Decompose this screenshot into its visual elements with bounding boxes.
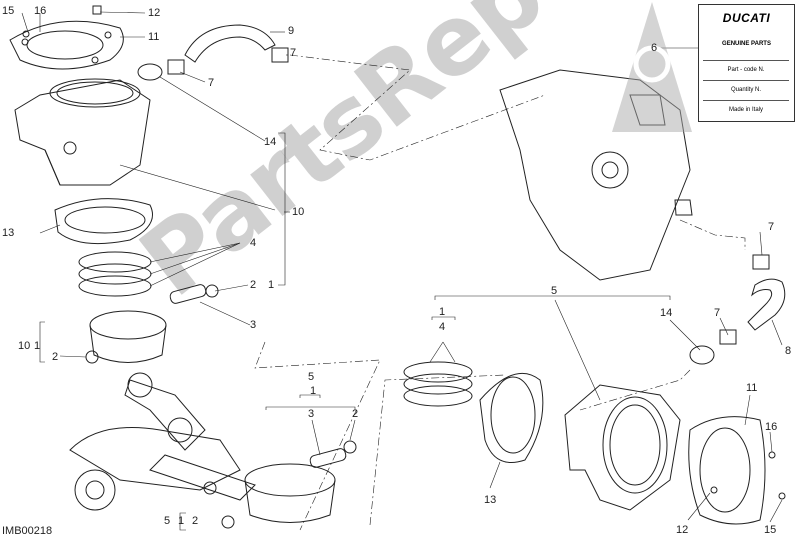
circlip-lower-left[interactable] [221, 515, 235, 529]
callout-5-bottom[interactable]: 5 [164, 515, 171, 527]
ring-c[interactable] [78, 275, 152, 297]
fitting-14-top[interactable] [137, 63, 163, 81]
card-genuine-label: GENUINE PARTS [722, 41, 771, 47]
callout-2-mid[interactable]: 2 [352, 408, 359, 420]
card-row-part-code: Part - code N. [703, 60, 789, 80]
card-row-made-in: Made in Italy [703, 100, 789, 120]
genuine-parts-card: DUCATI GENUINE PARTS Part - code N. Quan… [698, 4, 795, 122]
callout-2-left[interactable]: 2 [52, 351, 59, 363]
piston-pin-top[interactable] [169, 284, 207, 305]
callout-10-right[interactable]: 10 [292, 206, 305, 218]
callout-1-bottom[interactable]: 1 [178, 515, 185, 527]
callout-7-d[interactable]: 7 [768, 221, 775, 233]
callout-15-top[interactable]: 15 [2, 5, 15, 17]
callout-7-a[interactable]: 7 [208, 77, 215, 89]
ring-b[interactable] [78, 263, 152, 285]
callout-5-right[interactable]: 5 [551, 285, 558, 297]
head-gasket-lower[interactable] [688, 416, 766, 525]
base-gasket-top[interactable] [54, 198, 153, 245]
base-gasket-lower[interactable] [479, 372, 544, 463]
ring-a[interactable] [78, 251, 152, 273]
callout-14-top[interactable]: 14 [264, 136, 277, 148]
callout-2-top[interactable]: 2 [250, 279, 257, 291]
card-brand: DUCATI [722, 11, 771, 25]
head-gasket-top[interactable] [9, 20, 124, 70]
callout-1-top[interactable]: 1 [268, 279, 275, 291]
cylinder-lower[interactable] [564, 384, 681, 511]
piston-top[interactable] [89, 310, 167, 363]
callout-7-c[interactable]: 7 [714, 307, 721, 319]
fitting-14-right[interactable] [689, 345, 715, 365]
callout-11-right[interactable]: 11 [746, 382, 758, 394]
callout-15-right[interactable]: 15 [764, 524, 777, 536]
ring-f[interactable] [403, 385, 473, 407]
callout-6[interactable]: 6 [651, 42, 658, 54]
card-row-quantity: Quantity N. [703, 80, 789, 100]
callout-3-mid[interactable]: 3 [308, 408, 315, 420]
crankshaft[interactable] [69, 372, 256, 511]
circlip-lower-right[interactable] [343, 440, 357, 454]
stud-12[interactable] [92, 5, 102, 15]
hose-8[interactable] [747, 278, 786, 331]
callout-14-right[interactable]: 14 [660, 307, 673, 319]
piston-pin-lower[interactable] [309, 448, 347, 469]
dowel-16b[interactable] [768, 451, 776, 459]
callout-5-mid[interactable]: 5 [308, 371, 315, 383]
callout-10-left[interactable]: 10 [18, 340, 31, 352]
circlip-left[interactable] [85, 350, 99, 364]
circlip-lower-mid[interactable] [203, 481, 217, 495]
cylinder-top[interactable] [14, 78, 151, 186]
callout-7-b[interactable]: 7 [290, 47, 297, 59]
leader-lines [21, 11, 783, 531]
callout-1-mid[interactable]: 1 [310, 385, 317, 397]
circlip-top[interactable] [205, 284, 219, 298]
callout-1-right[interactable]: 1 [439, 306, 446, 318]
callout-13-right[interactable]: 13 [484, 494, 497, 506]
dowel-small[interactable] [22, 30, 30, 38]
clamp-7d[interactable] [752, 254, 770, 270]
stud-15b[interactable] [778, 492, 786, 500]
construction-lines [254, 54, 746, 531]
callout-11-top[interactable]: 11 [148, 31, 160, 43]
pin-12b[interactable] [710, 486, 718, 494]
callout-3-top[interactable]: 3 [250, 319, 257, 331]
diagram-code: IMB00218 [2, 525, 53, 537]
hose-9[interactable] [184, 24, 276, 63]
callout-9[interactable]: 9 [288, 25, 295, 37]
clamp-7c[interactable] [719, 329, 737, 345]
callout-16-right[interactable]: 16 [765, 421, 778, 433]
piston-lower[interactable] [244, 463, 336, 523]
callout-13-top[interactable]: 13 [2, 227, 15, 239]
callout-4-top[interactable]: 4 [250, 237, 257, 249]
clamp-7b[interactable] [271, 47, 289, 63]
ring-e[interactable] [403, 373, 473, 395]
callout-4-right[interactable]: 4 [439, 321, 446, 333]
callout-2-bottom[interactable]: 2 [192, 515, 199, 527]
callout-1-left[interactable]: 1 [34, 340, 41, 352]
callout-16-top[interactable]: 16 [34, 5, 47, 17]
clamp-7a[interactable] [167, 59, 185, 75]
callout-12-top[interactable]: 12 [148, 7, 161, 19]
callout-8[interactable]: 8 [785, 345, 792, 357]
gear-watermark-icon [612, 2, 692, 132]
ring-d[interactable] [403, 361, 473, 383]
callout-12-right[interactable]: 12 [676, 524, 689, 536]
